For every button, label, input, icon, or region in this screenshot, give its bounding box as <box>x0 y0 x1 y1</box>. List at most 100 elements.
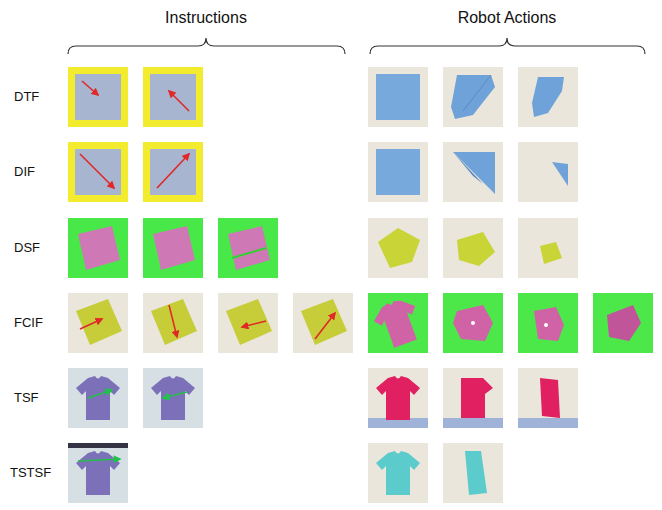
row-label: DTF <box>14 90 39 104</box>
instruction-image <box>143 293 203 353</box>
instruction-image-part <box>169 91 189 111</box>
robot-image-part <box>443 67 503 127</box>
robot-image-part <box>518 218 578 278</box>
robot-image <box>518 293 578 353</box>
robot-image-part <box>453 152 495 194</box>
instruction-image <box>143 368 203 428</box>
robot-image-part <box>544 323 548 327</box>
robot-image-part <box>593 293 653 353</box>
row-label: DSF <box>14 241 40 255</box>
instruction-image-part <box>218 218 278 278</box>
instruction-image-part <box>151 376 195 420</box>
instruction-image-part <box>293 293 353 353</box>
instruction-image <box>68 218 128 278</box>
instruction-image-part <box>80 154 114 188</box>
robot-image <box>518 142 578 202</box>
robot-image-part <box>443 418 503 428</box>
instruction-image-part <box>163 392 187 398</box>
instruction-image-part <box>143 142 203 202</box>
robot-image-part <box>368 142 428 202</box>
robot-image-part <box>607 305 641 341</box>
instruction-image-part <box>143 67 203 127</box>
row-label: TSTSF <box>10 466 51 480</box>
robot-image-part <box>465 451 487 495</box>
instruction-image-part <box>78 226 120 270</box>
instruction-image-part <box>68 443 128 448</box>
robot-image <box>443 293 503 353</box>
instruction-image-part <box>301 299 347 345</box>
robot-image-part <box>368 443 428 503</box>
robot-image-part <box>457 232 495 266</box>
robot-image-part <box>540 242 562 264</box>
robot-image-part <box>443 368 503 428</box>
row-label: DIF <box>14 165 35 179</box>
instruction-image-part <box>157 154 189 188</box>
instruction-image-part <box>68 67 128 127</box>
robot-image-part <box>376 74 420 120</box>
instruction-image <box>293 293 353 353</box>
instruction-image <box>68 293 128 353</box>
instruction-image-part <box>80 319 102 329</box>
instruction-image-part <box>68 443 128 503</box>
robot-image <box>443 218 503 278</box>
instruction-image-part <box>226 299 272 345</box>
robot-image-part <box>453 305 493 341</box>
instruction-image-part <box>150 149 196 195</box>
instruction-image-part <box>315 313 335 339</box>
robot-image <box>368 443 428 503</box>
instruction-image-part <box>150 74 196 120</box>
instruction-image-part <box>68 142 128 202</box>
robot-image <box>368 218 428 278</box>
robot-image <box>593 293 653 353</box>
robot-image <box>518 368 578 428</box>
robot-image <box>443 368 503 428</box>
instruction-image-part <box>78 459 120 461</box>
robot-image <box>443 142 503 202</box>
instruction-image-part <box>76 376 120 420</box>
robot-image-part <box>443 142 503 202</box>
instruction-image-part <box>169 305 177 337</box>
instruction-image-part <box>218 293 278 353</box>
row-label: FCIF <box>14 316 43 330</box>
instruction-image <box>143 218 203 278</box>
instruction-image <box>143 142 203 202</box>
robot-image <box>518 218 578 278</box>
column-heading: Instructions <box>165 9 247 27</box>
instruction-image-part <box>76 299 122 345</box>
instruction-image-part <box>143 218 203 278</box>
robot-image-part <box>368 368 428 428</box>
robot-image-part <box>518 67 578 127</box>
robot-image-part <box>552 162 568 186</box>
robot-image-part <box>463 75 491 111</box>
instruction-image-part <box>143 368 203 428</box>
robot-image-part <box>368 293 428 353</box>
robot-image <box>368 368 428 428</box>
instruction-image-part <box>153 226 195 270</box>
instruction-image-part <box>76 451 120 495</box>
instruction-image <box>143 67 203 127</box>
robot-image <box>368 293 428 353</box>
instruction-image <box>218 293 278 353</box>
column-brace <box>370 38 645 54</box>
robot-image-part <box>443 218 503 278</box>
robot-image-part <box>518 142 578 202</box>
instruction-image-part <box>242 321 266 327</box>
instruction-image-part <box>88 390 112 398</box>
instruction-image <box>68 142 128 202</box>
instruction-image <box>218 218 278 278</box>
instruction-image-part <box>143 293 203 353</box>
column-heading: Robot Actions <box>458 9 557 27</box>
instruction-image-part <box>228 226 270 270</box>
robot-image <box>368 67 428 127</box>
instruction-image-part <box>151 299 197 345</box>
robot-image-part <box>368 67 428 127</box>
robot-image-part <box>461 378 493 418</box>
robot-image <box>443 443 503 503</box>
instruction-image-part <box>82 81 98 95</box>
robot-image-part <box>376 149 420 195</box>
robot-image-part <box>376 451 420 495</box>
robot-image <box>518 67 578 127</box>
robot-image-part <box>540 378 560 418</box>
instruction-image <box>68 443 128 503</box>
